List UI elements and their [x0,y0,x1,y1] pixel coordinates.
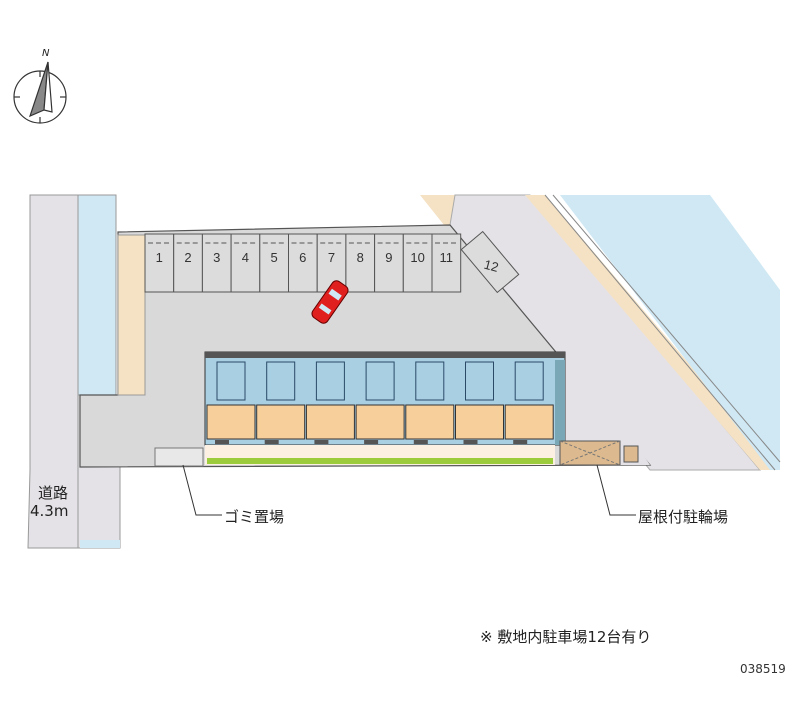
map-code: 038519 [740,662,786,676]
parking-spaces: 1 2 3 4 5 6 7 8 9 10 11 [144,233,462,293]
beige-strip [117,234,146,396]
parking-note: ※ 敷地内駐車場12台有り [480,628,652,646]
parking-space [230,233,261,293]
parking-number-12: 12 [482,257,500,275]
parking-space [431,233,462,293]
parking-space [345,233,376,293]
garbage-label: ゴミ置場 [224,508,285,526]
north-label: N [42,48,50,59]
sidewalk-diagonal-right [525,195,780,470]
garbage-area [154,447,204,467]
unit-room [455,404,504,440]
parking-space [259,233,289,293]
leader-bicycle [596,464,636,516]
parking-number: 4 [242,250,249,265]
road-diagonal [449,194,762,471]
unit-room [256,404,306,440]
unit-room [504,404,554,440]
channel-left [77,194,117,396]
hedge [207,458,553,464]
parking-number: 10 [410,250,424,265]
bicycle-shed [559,440,639,466]
parking-number: 8 [357,250,364,265]
parking-space [201,233,232,293]
apartment-building [204,351,566,446]
parking-space-12 [460,230,520,294]
compass-icon [13,61,67,124]
unit-room [355,404,405,440]
car-icon [311,280,349,324]
road-label: 道路 [38,484,69,502]
parking-number: 9 [385,250,392,265]
parking-number: 6 [299,250,306,265]
parking-number: 5 [270,250,277,265]
leader-garbage [182,464,222,516]
parking-space [374,233,404,293]
parking-number: 1 [156,250,163,265]
unit-room [305,404,355,440]
parking-space [144,233,175,293]
parking-number: 11 [440,250,454,265]
parking-number: 3 [213,250,220,265]
road-width: 4.3m [30,502,69,520]
bicycle-parking-label: 屋根付駐輪場 [638,508,729,526]
road-left [27,194,79,549]
unit-room [405,404,455,440]
parking-number: 2 [184,250,191,265]
unit-room [206,404,256,440]
parking-number: 7 [328,250,335,265]
parking-space [288,233,318,293]
